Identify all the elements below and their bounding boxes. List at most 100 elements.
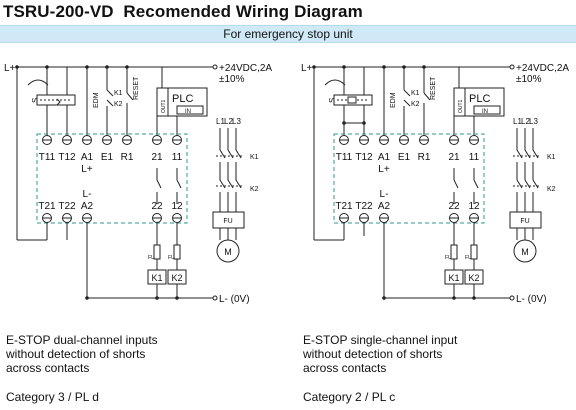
internal-contact <box>176 179 182 189</box>
k2-main-label: K2 <box>250 186 259 193</box>
terminal-label: 21 <box>448 152 460 163</box>
k2-main-contact <box>516 179 523 189</box>
supply-tolerance-label: ±10% <box>219 74 245 85</box>
terminal-label: 22 <box>151 201 163 212</box>
reset-label: RESET <box>133 76 140 100</box>
supply-voltage-label: +24VDC,2A <box>516 63 569 74</box>
k1-main-contact <box>516 149 523 159</box>
k1-contact-label: K1 <box>114 90 123 97</box>
k2-main-contact <box>219 179 226 189</box>
caption-line: across contacts <box>6 361 90 375</box>
contact-k2 <box>403 99 411 107</box>
k2-main-contact <box>524 179 531 189</box>
terminal-label: A2 <box>81 201 94 212</box>
k1-main-label: K1 <box>547 154 556 161</box>
k1-main-contact <box>227 149 234 159</box>
diagram-title: Recomended Wiring Diagram <box>123 2 363 21</box>
junction-dot <box>402 65 406 69</box>
l-plus-label: L+ <box>4 63 16 74</box>
terminal-label: A1 <box>378 152 391 163</box>
plc-in-box <box>176 105 204 115</box>
junction-dot <box>15 65 19 69</box>
junction-dot <box>422 65 426 69</box>
terminal-label: T12 <box>355 152 373 163</box>
junction-dot <box>362 121 366 125</box>
terminal-label: T12 <box>58 152 76 163</box>
rail-terminal <box>509 64 515 70</box>
motor-label: M <box>224 247 232 257</box>
fuse-label: FU <box>168 255 175 261</box>
supply-voltage-label: +24VDC,2A <box>219 63 272 74</box>
junction-dot <box>175 296 179 300</box>
caption-single: E-STOP single-channel input without dete… <box>303 333 457 375</box>
contact-k1 <box>403 89 411 97</box>
internal-contact <box>156 179 162 189</box>
junction-dot <box>85 65 89 69</box>
fu-box-label: FU <box>520 218 529 225</box>
terminal-label: T21 <box>335 201 353 212</box>
fuse-label: FU <box>465 255 472 261</box>
plc-in-label: IN <box>482 109 488 115</box>
junction-dot <box>45 65 49 69</box>
terminal-label: 21 <box>151 152 163 163</box>
phase-label: L2 <box>224 117 233 126</box>
caption-line: without detection of shorts <box>303 347 443 361</box>
phase-label: L3 <box>529 117 538 126</box>
junction-dot <box>312 65 316 69</box>
junction-dot <box>452 296 456 300</box>
motor-symbol <box>513 239 537 263</box>
terminal-label: R1 <box>121 152 134 163</box>
plc-in-label: IN <box>185 109 191 115</box>
l-plus-label: L+ <box>301 63 313 74</box>
terminal-label: E1 <box>398 152 411 163</box>
terminal-label: T22 <box>355 201 373 212</box>
k2-main-contact <box>235 179 242 189</box>
fu-box-label: FU <box>223 218 232 225</box>
terminal-label: 22 <box>448 201 460 212</box>
caption-line: across contacts <box>303 361 387 375</box>
terminal-label: T22 <box>58 201 76 212</box>
estop-head <box>324 79 346 86</box>
reset-contact <box>126 92 134 101</box>
contact-k1 <box>106 89 114 97</box>
a1-sub-label: L+ <box>378 164 390 175</box>
terminal-label: A1 <box>81 152 94 163</box>
estop-contact-mark <box>56 98 61 106</box>
s-label: S <box>328 98 337 103</box>
caption-line: without detection of shorts <box>6 347 146 361</box>
estop-contact-mark <box>347 96 357 104</box>
estop-head <box>27 79 49 86</box>
terminal-label: T11 <box>39 152 56 163</box>
caption-dual: E-STOP dual-channel inputs without detec… <box>6 333 158 375</box>
k2-main-label: K2 <box>547 186 556 193</box>
fuse-symbol <box>450 244 458 260</box>
page-title: TSRU-200-VD Recomended Wiring Diagram <box>3 2 363 22</box>
caption-line: E-STOP dual-channel inputs <box>6 333 158 347</box>
terminal-label: A2 <box>378 201 391 212</box>
rail-terminal <box>212 295 218 301</box>
junction-dot <box>382 65 386 69</box>
fuse-label: FU <box>148 255 155 261</box>
model-name: TSRU-200-VD <box>3 2 114 21</box>
a1-sub-label: L+ <box>81 164 93 175</box>
terminal-label: T21 <box>38 201 56 212</box>
junction-dot <box>342 121 346 125</box>
phase-label: L1 <box>216 117 225 126</box>
motor-label: M <box>521 247 529 257</box>
k2-contact-label: K2 <box>411 101 420 108</box>
fuse-label: FU <box>445 255 452 261</box>
reset-contact <box>423 92 431 101</box>
motor-symbol <box>216 239 240 263</box>
terminal-label: T11 <box>336 152 353 163</box>
k2-contact-label: K2 <box>114 101 123 108</box>
internal-contact <box>473 179 479 189</box>
phase-label: L1 <box>513 117 522 126</box>
junction-dot <box>155 296 159 300</box>
phase-label: L2 <box>521 117 530 126</box>
terminal-label: 12 <box>171 201 183 212</box>
plc-in-box <box>473 105 501 115</box>
subtitle-banner: For emergency stop unit <box>0 25 576 43</box>
a2-sub-label: L- <box>380 189 389 200</box>
edm-label: EDM <box>390 92 397 108</box>
